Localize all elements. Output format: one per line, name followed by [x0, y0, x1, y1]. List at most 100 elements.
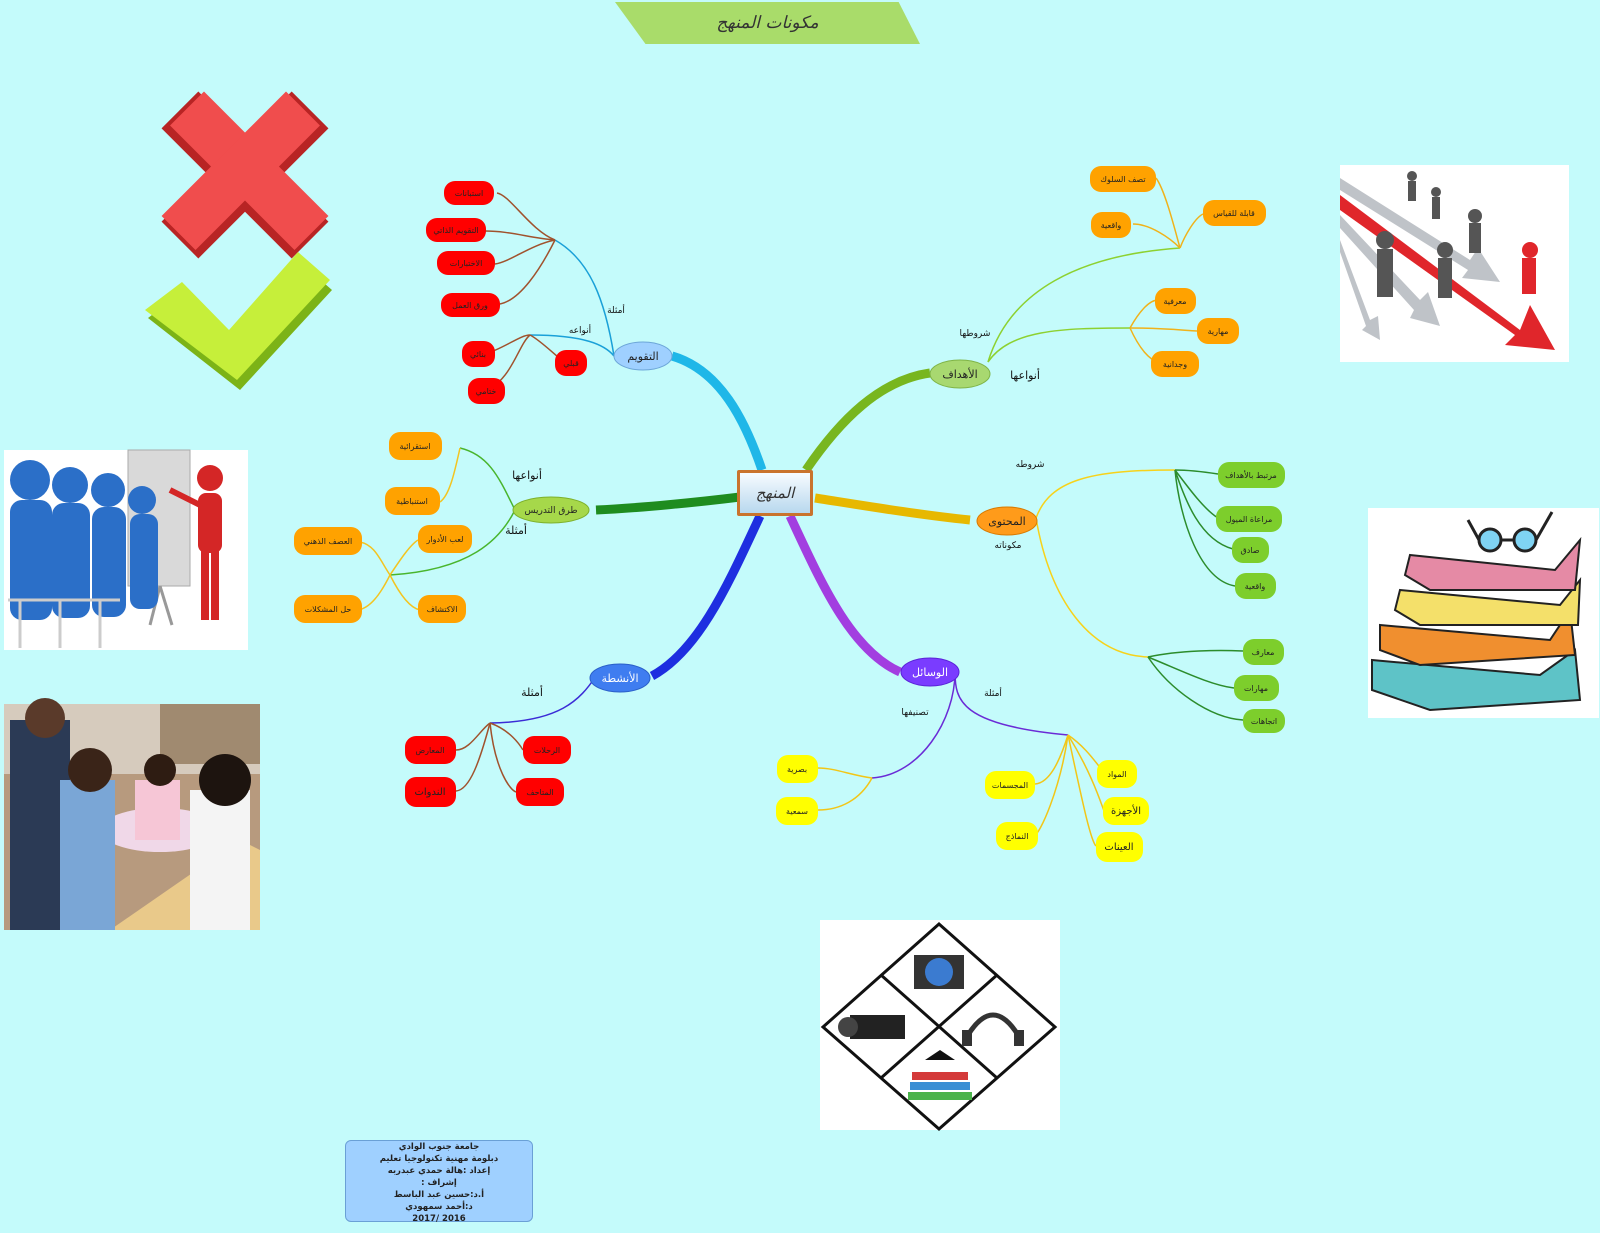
content-components-label: مكوناته [994, 541, 1021, 551]
leaf-node[interactable]: المعارض [405, 736, 456, 764]
leaf-node[interactable]: معارف [1243, 639, 1284, 665]
svg-text:استبانات: استبانات [455, 189, 483, 198]
media-diamond-illustration [820, 920, 1060, 1131]
leaf-node[interactable]: استنباطية [385, 487, 440, 515]
methods-examples-label: أمثلة [505, 523, 527, 537]
leaf-node[interactable]: مهارات [1234, 675, 1279, 701]
svg-text:العينات: العينات [1104, 842, 1133, 853]
leaf-node[interactable]: ورق العمل [441, 293, 500, 317]
svg-text:الأجهزة: الأجهزة [1111, 804, 1141, 817]
leaf-node[interactable]: التقويم الذاتي [426, 218, 486, 242]
leaf-node[interactable]: استقرائية [389, 432, 442, 460]
leaf-node[interactable]: بصرية [777, 755, 818, 783]
branch-evaluation-label: التقويم [627, 350, 658, 363]
svg-text:الاكتشاف: الاكتشاف [427, 605, 458, 614]
checkmark-icon [145, 252, 332, 390]
means-examples-label: أمثلة [984, 687, 1002, 699]
credits-box: جامعة جنوب الوادي دبلومة مهنية تكنولوجيا… [345, 1140, 533, 1224]
branch-methods-label: طرق التدريس [525, 506, 578, 516]
leaf-node[interactable]: المجسمات [985, 771, 1035, 799]
leaf-node[interactable]: صادق [1232, 537, 1269, 563]
branch-means[interactable]: الوسائل [900, 657, 960, 687]
leaf-node[interactable]: مراعاة الميول [1216, 506, 1282, 532]
credits-line: د:أحمد سمهودي [405, 1202, 473, 1212]
branch-content-label: المحتوى [988, 515, 1025, 528]
svg-text:واقعية: واقعية [1101, 221, 1122, 230]
leaf-node[interactable]: بنائي [462, 341, 495, 367]
content-conditions-label: شروطه [1016, 460, 1045, 470]
branch-evaluation[interactable]: التقويم [613, 341, 673, 371]
leaf-node[interactable]: واقعية [1091, 212, 1131, 238]
svg-text:اتجاهات: اتجاهات [1251, 717, 1277, 726]
branch-content[interactable]: المحتوى [976, 506, 1038, 536]
svg-text:تصف السلوك: تصف السلوك [1100, 175, 1145, 184]
leaf-node[interactable]: المواد [1097, 760, 1137, 788]
svg-text:العصف الذهني: العصف الذهني [304, 537, 352, 546]
svg-text:الاختبارات: الاختبارات [450, 259, 483, 268]
leaf-means: المواد المجسمات الأجهزة النماذج العينات … [776, 755, 1149, 862]
credits-line: جامعة جنوب الوادي [398, 1142, 480, 1152]
leaf-node[interactable]: معرفية [1155, 288, 1196, 314]
svg-text:مهارية: مهارية [1208, 327, 1229, 336]
children-activity-photo [4, 698, 260, 930]
leaf-node[interactable]: اتجاهات [1243, 709, 1285, 733]
credits-line: إعداد :هالة حمدي عبدربه [387, 1166, 491, 1176]
branch-methods[interactable]: طرق التدريس [512, 496, 590, 524]
leaf-node[interactable]: حل المشكلات [294, 595, 362, 623]
leaf-node[interactable]: مهارية [1197, 318, 1239, 344]
evaluation-examples-label: أمثلة [607, 304, 625, 316]
svg-text:صادق: صادق [1241, 546, 1260, 555]
svg-text:وجدانية: وجدانية [1163, 360, 1187, 369]
leaf-node[interactable]: المتاحف [516, 778, 564, 806]
svg-text:ورق العمل: ورق العمل [452, 301, 488, 310]
leaf-node[interactable]: الأجهزة [1103, 797, 1149, 825]
goals-conditions-label: شروطها [960, 329, 991, 339]
leaf-node[interactable]: الاكتشاف [418, 595, 466, 623]
cross-icon [161, 91, 329, 259]
svg-text:سمعية: سمعية [786, 807, 808, 816]
svg-text:استنباطية: استنباطية [396, 497, 428, 506]
leaf-node[interactable]: تصف السلوك [1090, 166, 1156, 192]
credits-line: دبلومة مهنية تكنولوجيا تعليم [379, 1154, 499, 1164]
svg-text:بصرية: بصرية [787, 765, 807, 774]
svg-text:معرفية: معرفية [1163, 297, 1186, 306]
central-topic[interactable]: المنهج [737, 470, 813, 516]
leaf-node[interactable]: واقعية [1235, 573, 1276, 599]
leaf-node[interactable]: قابلة للقياس [1203, 200, 1266, 226]
goals-types-label: أنواعها [1010, 368, 1040, 382]
connectors [357, 177, 1244, 847]
activities-examples-label: أمثلة [521, 685, 543, 699]
svg-text:معارف: معارف [1252, 648, 1275, 657]
leaf-node[interactable]: استبانات [444, 181, 494, 205]
leaf-node[interactable]: ختامي [468, 378, 505, 404]
svg-text:المتاحف: المتاحف [526, 788, 553, 797]
branch-goals-label: الأهداف [942, 367, 977, 381]
methods-types-label: أنواعها [512, 468, 542, 482]
leaf-node[interactable]: سمعية [776, 797, 818, 825]
leaf-node[interactable]: العينات [1096, 832, 1143, 862]
runners-illustration [1340, 165, 1569, 362]
leaf-node[interactable]: لعب الأدوار [418, 525, 472, 553]
credits-line: إشراف : [421, 1178, 457, 1188]
leaf-methods: استقرائية استنباطية العصف الذهني لعب الأ… [294, 432, 472, 623]
svg-text:قابلة للقياس: قابلة للقياس [1213, 209, 1255, 218]
svg-text:الندوات: الندوات [414, 787, 445, 798]
svg-text:المجسمات: المجسمات [992, 781, 1028, 790]
leaf-node[interactable]: النماذج [996, 822, 1038, 850]
svg-text:استقرائية: استقرائية [400, 442, 431, 451]
branch-goals[interactable]: الأهداف [929, 359, 991, 389]
svg-text:مرتبط بالأهداف: مرتبط بالأهداف [1225, 470, 1277, 480]
branch-activities[interactable]: الأنشطة [589, 663, 651, 693]
leaf-node[interactable]: قبلي [555, 350, 587, 376]
leaf-node[interactable]: الاختبارات [437, 251, 495, 275]
leaf-node[interactable]: الرحلات [523, 736, 571, 764]
page-title: مكونات المنهج [615, 2, 920, 44]
leaf-node[interactable]: الندوات [405, 777, 456, 807]
svg-text:مراعاة الميول: مراعاة الميول [1226, 515, 1273, 524]
leaf-node[interactable]: وجدانية [1151, 351, 1199, 377]
leaf-node[interactable]: مرتبط بالأهداف [1218, 462, 1285, 488]
classroom-illustration [4, 449, 248, 650]
svg-text:قبلي: قبلي [563, 359, 579, 368]
leaf-node[interactable]: العصف الذهني [294, 527, 362, 555]
